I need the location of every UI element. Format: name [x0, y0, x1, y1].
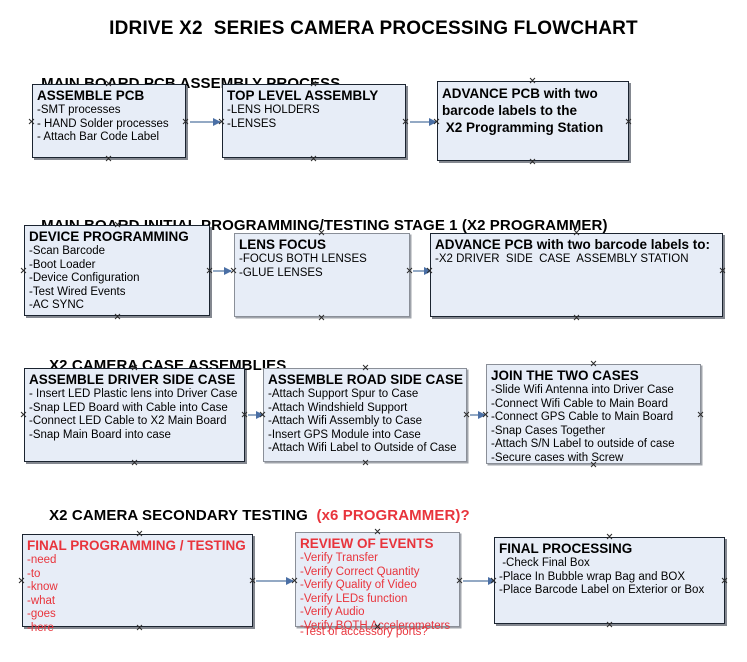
- arrowhead-icon: [488, 576, 496, 585]
- node-assemble-driver-side-case-title: ASSEMBLE DRIVER SIDE CASE: [29, 372, 236, 387]
- node-lens-focus-item-0: -FOCUS BOTH LENSES: [239, 253, 367, 265]
- node-final-processing[interactable]: FINAL PROCESSING -Check Final Box -Place…: [494, 537, 725, 624]
- node-assemble-road-side-case-title: ASSEMBLE ROAD SIDE CASE: [268, 372, 464, 387]
- node-final-programming-testing-item-2: -know: [27, 581, 58, 594]
- node-review-of-events-item-0: -Verify Transfer: [300, 552, 378, 564]
- node-assemble-driver-side-case-item-0: - Insert LED Plastic lens into Driver Ca…: [29, 388, 238, 400]
- node-assemble-pcb-title: ASSEMBLE PCB: [37, 88, 145, 103]
- section-heading-4-text: X2 CAMERA SECONDARY TESTING: [49, 507, 317, 524]
- connector-4-a: [256, 576, 294, 585]
- node-join-the-two-cases-item-1: -Connect Wifi Cable to Main Board: [491, 397, 669, 410]
- connector-4-b: [463, 576, 496, 585]
- node-final-processing-item-2: -Place Barcode Label on Exterior or Box: [499, 584, 705, 597]
- node-final-programming-testing-item-3: -what: [27, 594, 56, 607]
- node-review-of-events[interactable]: REVIEW OF EVENTS -Verify Transfer -Verif…: [295, 532, 460, 638]
- node-device-programming[interactable]: DEVICE PROGRAMMING -Scan Barcode -Boot L…: [24, 225, 210, 316]
- node-final-programming-testing-item-5: -here: [27, 621, 54, 634]
- node-join-the-two-cases-item-4: -Attach S/N Label to outside of case: [491, 438, 675, 451]
- node-final-programming-testing-item-0: -need: [27, 554, 57, 566]
- node-review-of-events-item-2: -Verify Quality of Video: [300, 579, 417, 592]
- node-device-programming-title: DEVICE PROGRAMMING: [29, 229, 189, 244]
- section-heading-4: X2 CAMERA SECONDARY TESTING (x6 PROGRAMM…: [32, 490, 470, 541]
- connector-1-a: [190, 117, 221, 126]
- node-final-programming-testing[interactable]: FINAL PROGRAMMING / TESTING -need -to -k…: [22, 534, 253, 634]
- connector-2-b: [413, 266, 432, 275]
- node-final-programming-testing-title: FINAL PROGRAMMING / TESTING: [27, 538, 246, 553]
- node-assemble-road-side-case-item-2: -Attach Wifi Assembly to Case: [268, 415, 423, 428]
- arrowhead-icon: [478, 410, 486, 419]
- node-lens-focus-title: LENS FOCUS: [239, 237, 327, 252]
- node-review-of-events-item-4: -Verify Audio: [300, 606, 365, 619]
- connector-3-b: [470, 410, 486, 419]
- node-advance-pcb-driver-station[interactable]: ADVANCE PCB with two barcode labels to: …: [430, 233, 723, 317]
- connector-1-b: [410, 117, 437, 126]
- node-device-programming-item-3: -Test Wired Events: [29, 285, 126, 298]
- node-review-of-events-overflow-item: -Test of accessory ports?: [300, 626, 428, 639]
- node-review-of-events-item-5: -Verify BOTH Accelerometers: [300, 619, 451, 632]
- arrowhead-icon: [224, 266, 232, 275]
- connector-2-a: [213, 266, 232, 275]
- node-assemble-road-side-case-item-3: -Insert GPS Module into Case: [268, 428, 421, 441]
- node-device-programming-item-0: -Scan Barcode: [29, 245, 106, 257]
- node-advance-pcb-driver-station-item-0: -X2 DRIVER SIDE CASE ASSEMBLY STATION: [435, 253, 689, 265]
- node-assemble-driver-side-case-item-1: -Snap LED Board with Cable into Case: [29, 401, 228, 414]
- node-assemble-driver-side-case-item-2: -Connect LED Cable to X2 Main Board: [29, 415, 227, 428]
- node-assemble-road-side-case-item-4: -Attach Wifi Label to Outside of Case: [268, 442, 457, 455]
- arrowhead-icon: [213, 117, 221, 126]
- node-top-level-assembly-item-1: -LENSES: [227, 117, 277, 130]
- node-join-the-two-cases-item-2: -Connect GPS Cable to Main Board: [491, 411, 674, 424]
- node-review-of-events-title: REVIEW OF EVENTS: [300, 536, 434, 551]
- node-top-level-assembly[interactable]: TOP LEVEL ASSEMBLY -LENS HOLDERS -LENSES: [222, 84, 406, 158]
- arrowhead-icon: [286, 576, 294, 585]
- node-join-the-two-cases-item-0: -Slide Wifi Antenna into Driver Case: [491, 384, 674, 396]
- node-top-level-assembly-title: TOP LEVEL ASSEMBLY: [227, 88, 379, 103]
- connector-3-a: [248, 410, 264, 419]
- node-lens-focus-item-1: -GLUE LENSES: [239, 266, 323, 279]
- node-assemble-driver-side-case-item-3: -Snap Main Board into case: [29, 428, 171, 441]
- node-assemble-road-side-case-item-0: -Attach Support Spur to Case: [268, 388, 419, 400]
- node-final-programming-testing-item-1: -to: [27, 567, 41, 580]
- node-advance-pcb-station-title: ADVANCE PCB with two barcode labels to t…: [442, 86, 604, 135]
- node-join-the-two-cases-item-5: -Secure cases with Screw: [491, 451, 624, 464]
- node-join-the-two-cases-title: JOIN THE TWO CASES: [491, 368, 639, 383]
- node-device-programming-item-1: -Boot Loader: [29, 258, 96, 271]
- node-assemble-pcb-item-0: -SMT processes: [37, 104, 121, 116]
- node-final-processing-item-0: -Check Final Box: [499, 557, 590, 569]
- node-assemble-driver-side-case[interactable]: ASSEMBLE DRIVER SIDE CASE - Insert LED P…: [24, 368, 245, 462]
- node-device-programming-item-2: -Device Configuration: [29, 272, 140, 285]
- node-assemble-pcb-item-1: - HAND Solder processes: [37, 117, 169, 130]
- node-assemble-road-side-case[interactable]: ASSEMBLE ROAD SIDE CASE -Attach Support …: [263, 368, 467, 462]
- node-device-programming-item-4: -AC SYNC: [29, 299, 84, 312]
- arrowhead-icon: [256, 410, 264, 419]
- node-assemble-road-side-case-item-1: -Attach Windshield Support: [268, 401, 408, 414]
- node-assemble-pcb-item-2: - Attach Bar Code Label: [37, 131, 160, 144]
- node-review-of-events-item-1: -Verify Correct Quantity: [300, 565, 420, 578]
- node-final-processing-title: FINAL PROCESSING: [499, 541, 633, 556]
- node-review-of-events-item-3: -Verify LEDs function: [300, 592, 408, 605]
- page-title: IDRIVE X2 SERIES CAMERA PROCESSING FLOWC…: [109, 18, 638, 39]
- node-join-the-two-cases[interactable]: JOIN THE TWO CASES -Slide Wifi Antenna i…: [486, 364, 701, 464]
- node-join-the-two-cases-item-3: -Snap Cases Together: [491, 424, 606, 437]
- section-heading-4-accent: (x6 PROGRAMMER)?: [316, 507, 470, 524]
- node-advance-pcb-station[interactable]: ADVANCE PCB with two barcode labels to t…: [437, 81, 629, 161]
- arrowhead-icon: [424, 266, 432, 275]
- node-assemble-pcb[interactable]: ASSEMBLE PCB -SMT processes - HAND Solde…: [32, 84, 186, 158]
- node-final-processing-item-1: -Place In Bubble wrap Bag and BOX: [499, 570, 686, 583]
- arrowhead-icon: [429, 117, 437, 126]
- node-final-programming-testing-item-4: -goes: [27, 608, 56, 621]
- node-advance-pcb-driver-station-title: ADVANCE PCB with two barcode labels to:: [435, 237, 711, 252]
- node-top-level-assembly-item-0: -LENS HOLDERS: [227, 104, 320, 116]
- node-lens-focus[interactable]: LENS FOCUS -FOCUS BOTH LENSES -GLUE LENS…: [234, 233, 410, 317]
